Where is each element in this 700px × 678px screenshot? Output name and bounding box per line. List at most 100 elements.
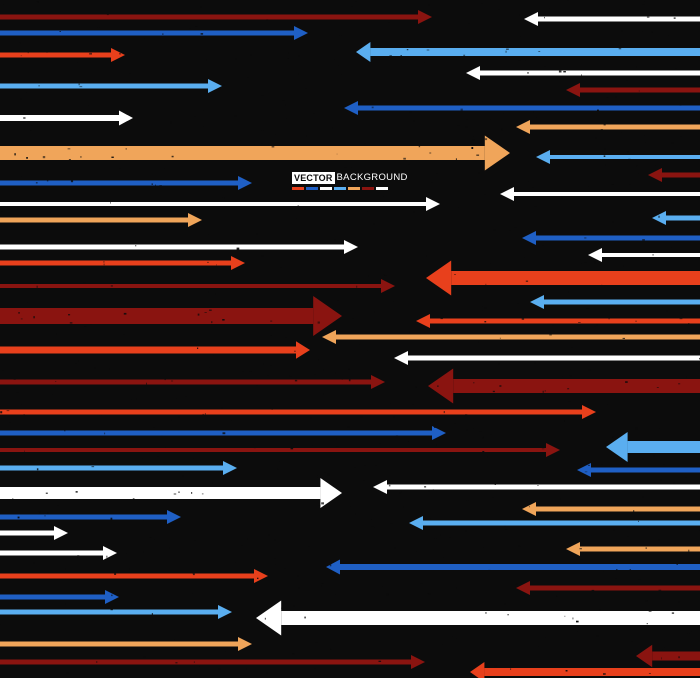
grunge-speck xyxy=(125,148,127,150)
grunge-speck xyxy=(677,225,680,227)
grunge-speck xyxy=(645,599,648,602)
grunge-speck xyxy=(307,545,311,547)
arrow-right xyxy=(0,478,342,508)
grunge-speck xyxy=(378,443,381,444)
grunge-speck xyxy=(92,342,94,344)
grunge-speck xyxy=(107,675,110,676)
grunge-speck xyxy=(401,208,405,210)
grunge-speck xyxy=(661,657,662,660)
grunge-speck xyxy=(38,85,40,87)
grunge-speck xyxy=(402,505,404,508)
grunge-speck xyxy=(515,583,519,586)
grunge-speck xyxy=(294,217,297,219)
grunge-speck xyxy=(211,355,214,356)
grunge-speck xyxy=(489,433,492,435)
grunge-speck xyxy=(642,496,644,499)
grunge-speck xyxy=(460,108,463,111)
grunge-speck xyxy=(510,668,512,670)
grunge-speck xyxy=(332,58,335,60)
grunge-speck xyxy=(615,95,617,98)
grunge-speck xyxy=(245,276,248,279)
grunge-speck xyxy=(380,79,383,81)
grunge-speck xyxy=(386,593,389,596)
grunge-speck xyxy=(360,416,363,419)
grunge-speck xyxy=(441,23,443,25)
grunge-speck xyxy=(6,410,10,412)
grunge-speck xyxy=(79,86,83,88)
grunge-speck xyxy=(509,131,511,132)
grunge-speck xyxy=(665,185,667,188)
grunge-speck xyxy=(398,196,401,199)
grunge-speck xyxy=(47,512,49,514)
grunge-speck xyxy=(622,337,625,339)
arrow-right xyxy=(0,279,395,293)
grunge-speck xyxy=(353,467,357,469)
grunge-speck xyxy=(76,62,78,64)
grunge-speck xyxy=(485,283,487,285)
arrow-left xyxy=(322,330,700,344)
grunge-speck xyxy=(442,97,445,100)
grunge-speck xyxy=(136,397,138,400)
grunge-speck xyxy=(329,564,332,567)
grunge-speck xyxy=(648,129,652,132)
grunge-speck xyxy=(277,468,279,470)
grunge-speck xyxy=(366,210,369,213)
grunge-speck xyxy=(128,72,132,74)
arrow-left xyxy=(428,368,700,404)
grunge-speck xyxy=(174,537,176,539)
grunge-speck xyxy=(356,285,358,288)
grunge-speck xyxy=(611,220,614,223)
grunge-speck xyxy=(473,455,475,457)
grunge-speck xyxy=(537,215,540,218)
grunge-speck xyxy=(193,620,196,622)
grunge-speck xyxy=(600,551,602,553)
grunge-speck xyxy=(143,37,146,39)
grunge-speck xyxy=(680,135,682,137)
grunge-speck xyxy=(676,563,678,565)
grunge-speck xyxy=(408,459,410,462)
grunge-speck xyxy=(241,274,243,276)
grunge-speck xyxy=(114,573,117,575)
grunge-speck xyxy=(646,16,650,18)
grunge-speck xyxy=(182,475,184,478)
arrow-right xyxy=(0,426,446,440)
grunge-speck xyxy=(280,267,282,269)
grunge-speck xyxy=(367,275,369,277)
grunge-speck xyxy=(129,359,131,360)
grunge-speck xyxy=(192,573,195,574)
grunge-speck xyxy=(42,156,46,159)
grunge-speck xyxy=(685,477,688,478)
grunge-speck xyxy=(38,511,41,513)
grunge-speck xyxy=(275,467,278,470)
grunge-speck xyxy=(364,43,367,44)
grunge-speck xyxy=(2,4,5,5)
grunge-speck xyxy=(283,536,286,539)
grunge-speck xyxy=(542,390,544,393)
grunge-speck xyxy=(570,592,573,594)
grunge-speck xyxy=(100,46,102,49)
grunge-speck xyxy=(415,550,417,552)
grunge-speck xyxy=(249,371,252,373)
grunge-speck xyxy=(334,239,337,241)
grunge-speck xyxy=(492,238,494,241)
grunge-speck xyxy=(484,307,487,309)
grunge-speck xyxy=(443,411,445,414)
grunge-speck xyxy=(241,402,243,404)
grunge-speck xyxy=(619,9,620,12)
grunge-speck xyxy=(309,217,311,219)
grunge-speck xyxy=(444,341,447,343)
grunge-speck xyxy=(141,457,143,459)
arrow-right xyxy=(0,26,308,40)
grunge-speck xyxy=(538,22,540,24)
grunge-speck xyxy=(12,498,14,501)
grunge-speck xyxy=(422,241,424,243)
grunge-speck xyxy=(584,262,587,264)
grunge-speck xyxy=(78,83,80,86)
grunge-speck xyxy=(110,517,113,520)
grunge-speck xyxy=(336,153,338,155)
grunge-speck xyxy=(577,629,578,632)
grunge-speck xyxy=(245,538,248,540)
grunge-speck xyxy=(592,606,593,608)
grunge-speck xyxy=(491,497,494,499)
grunge-speck xyxy=(70,180,74,183)
